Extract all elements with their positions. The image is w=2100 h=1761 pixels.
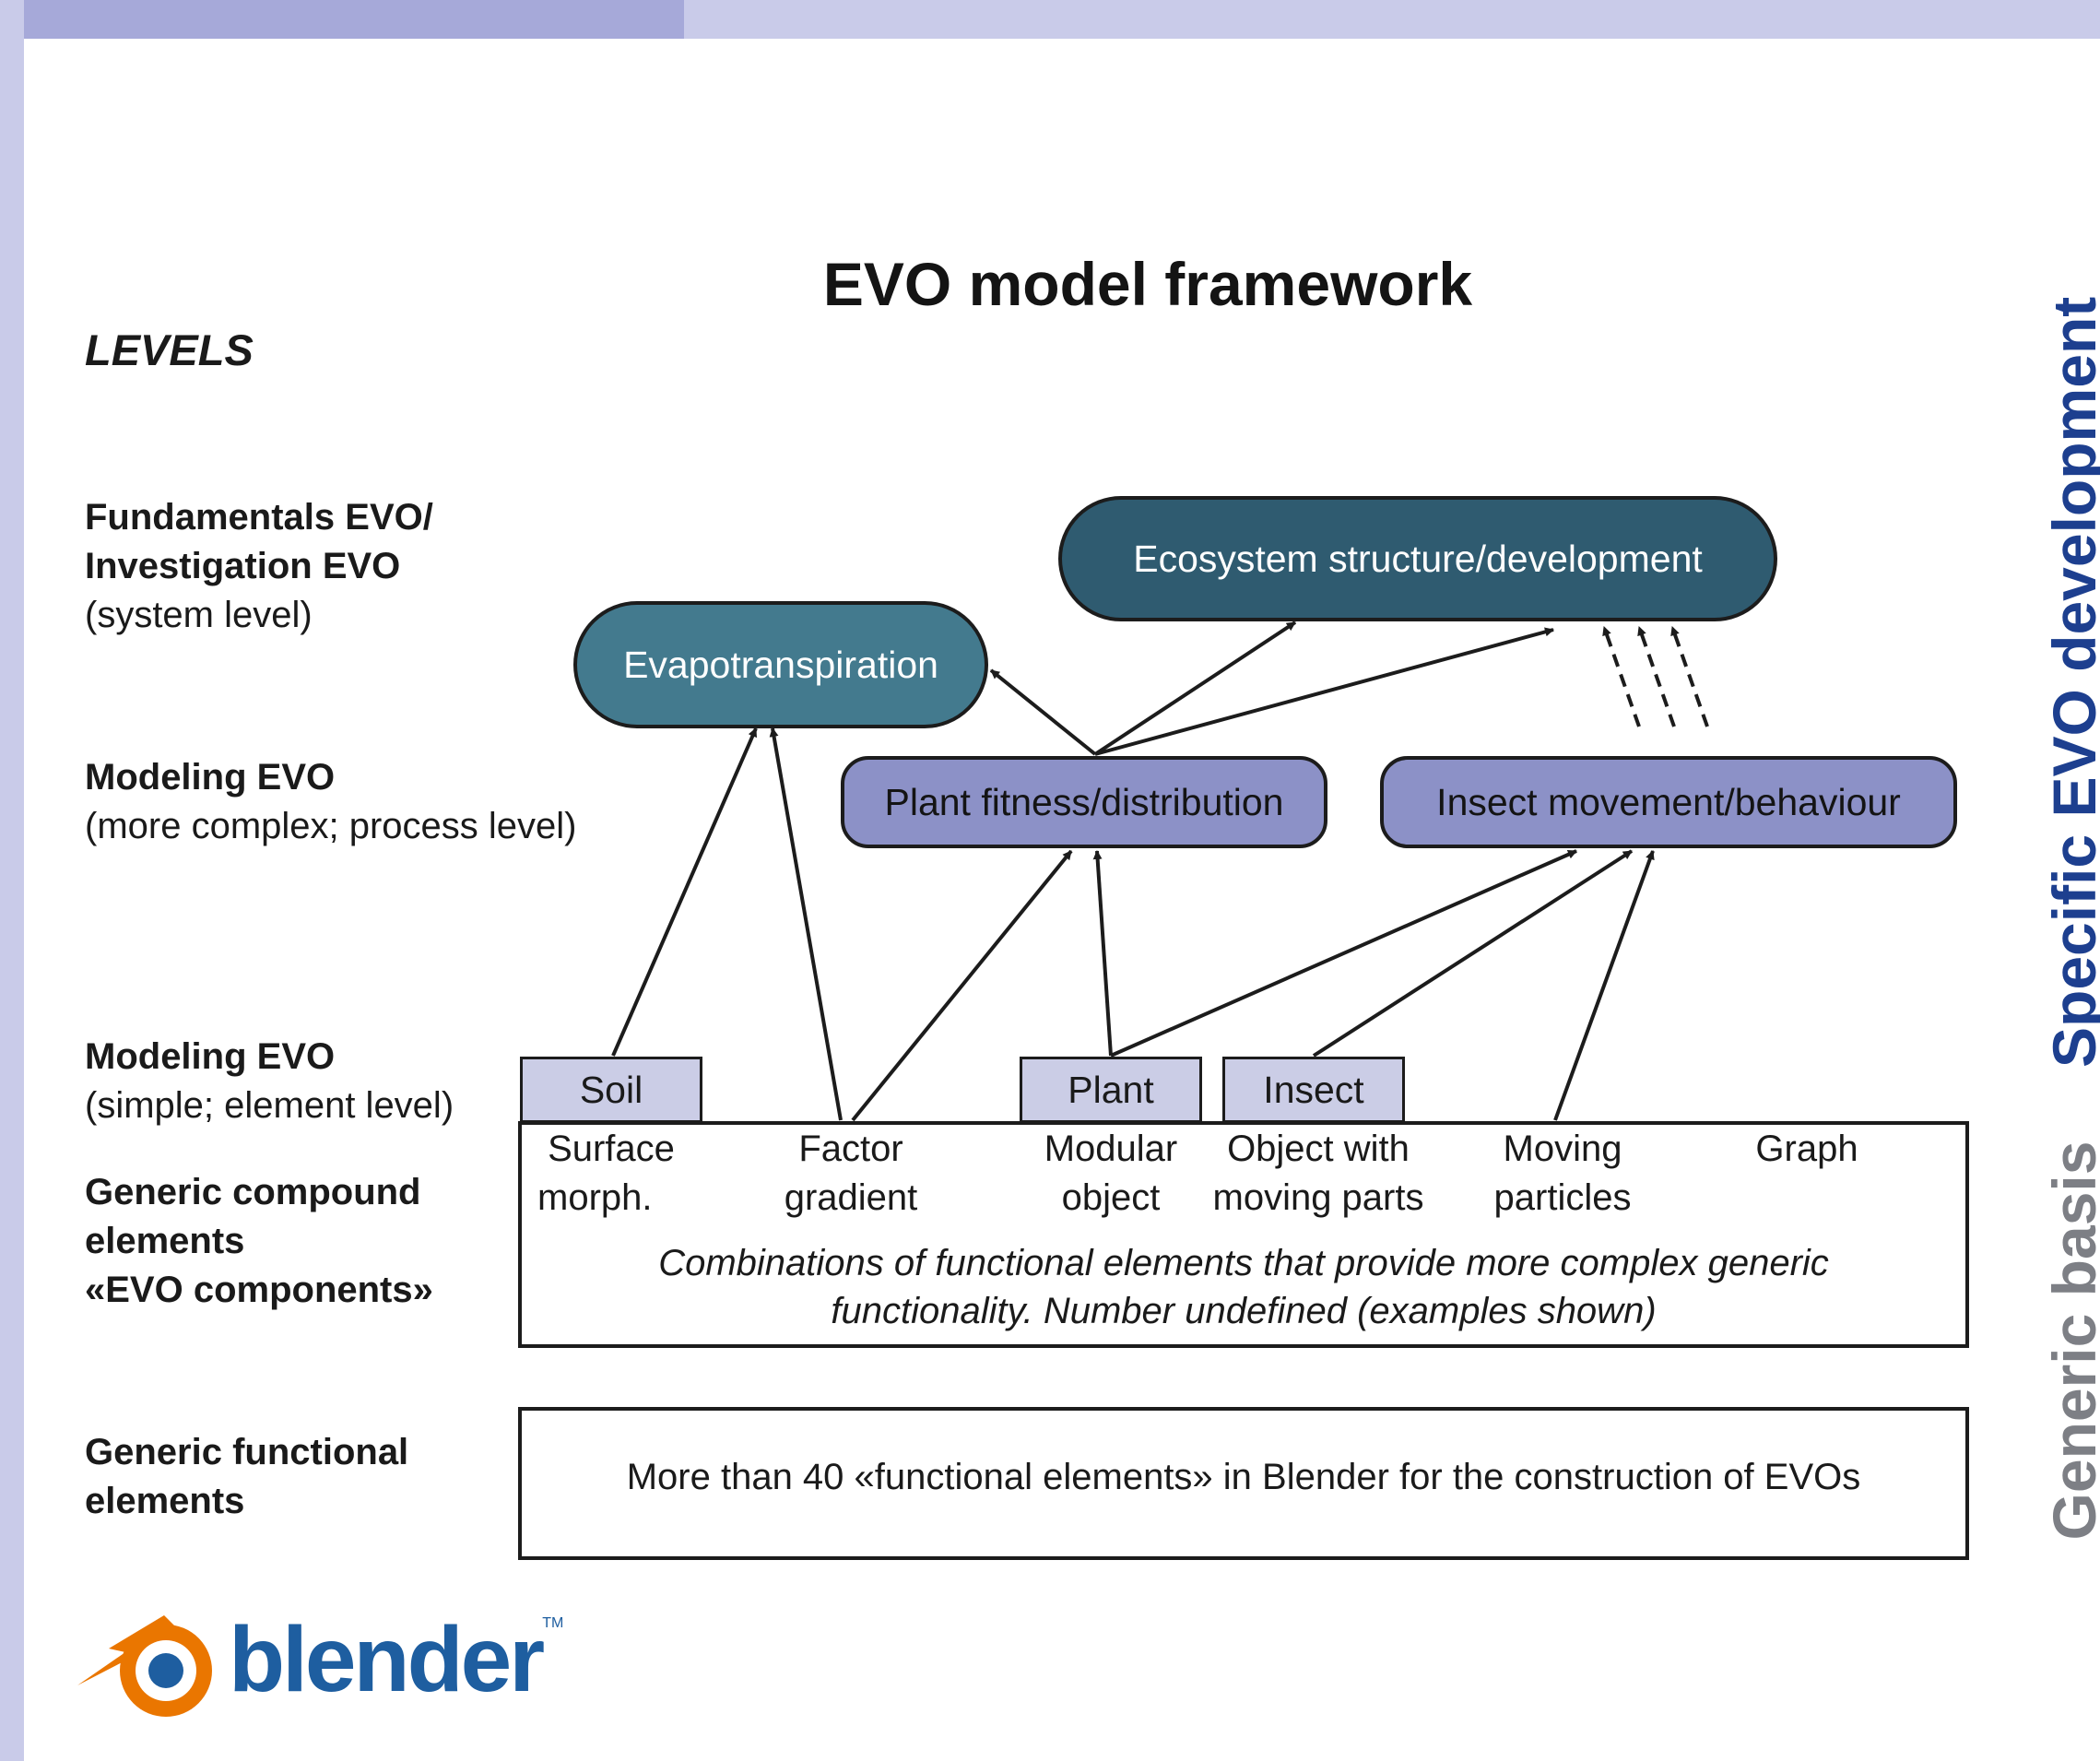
level-modeling-simple: Modeling EVO (simple; element level) [85,1033,454,1130]
level-functional: Generic functional elements [85,1428,408,1526]
components-box [518,1121,1969,1348]
node-plant-fitness: Plant fitness/distribution [841,756,1327,848]
level-compound-line1: Generic compound [85,1172,421,1212]
level-compound-line3: «EVO components» [85,1270,433,1310]
component-moving-particles-line2: particles [1493,1177,1632,1218]
arrow-insect-to-insect-movement [1312,849,1634,1058]
level-modeling-complex-desc: (more complex; process level) [85,806,577,846]
dashed-arrow-2 [1637,626,1676,727]
level-fundamentals-line2: Investigation EVO [85,546,401,586]
level-modeling-simple-name: Modeling EVO [85,1036,336,1077]
blender-logo-icon [77,1615,212,1717]
component-factor-gradient-line2: gradient [784,1177,918,1218]
combinations-line2: functionality. Number undefined (example… [831,1291,1657,1331]
component-factor-gradient: Factor gradient [773,1125,929,1223]
node-insect-movement: Insect movement/behaviour [1380,756,1957,848]
level-modeling-complex-name: Modeling EVO [85,757,336,798]
tab-insect: Insect [1222,1057,1405,1123]
tab-soil: Soil [520,1057,702,1123]
side-label-generic: Generic basis [2040,1141,2100,1541]
component-modular-object-line2: object [1061,1177,1161,1218]
component-graph-line1: Graph [1755,1129,1858,1169]
blender-logo-text: blender [229,1607,545,1711]
arrow-plant-fitness-to-ecosystem-a [1093,620,1297,756]
functional-text: More than 40 «functional elements» in Bl… [626,1457,1861,1497]
component-moving-particles-line1: Moving [1503,1129,1622,1169]
dashed-arrow-group [1602,626,1709,727]
level-functional-line2: elements [85,1481,245,1521]
frame-left-bar [0,0,24,1761]
level-compound: Generic compound elements «EVO component… [85,1168,433,1315]
blender-logo: blender TM [72,1595,563,1724]
arrow-soil-to-evapotranspiration [611,727,758,1057]
component-object-moving-parts-line1: Object with [1227,1129,1410,1169]
side-label-specific: Specific EVO development [2040,296,2100,1068]
arrow-group [611,620,1655,1122]
arrow-plant-to-plant-fitness [1092,850,1113,1057]
blender-logo-tm: TM [542,1615,564,1631]
component-object-moving-parts-line2: moving parts [1212,1177,1424,1218]
dashed-arrow-1 [1602,626,1641,727]
level-fundamentals-line3: (system level) [85,595,313,635]
component-graph: Graph [1733,1125,1881,1174]
arrow-plant-fitness-to-ecosystem-b [1094,627,1554,756]
combinations-text: Combinations of functional elements that… [522,1239,1965,1335]
functional-box [518,1407,1969,1560]
arrow-factor-to-evapotranspiration [769,727,843,1121]
diagram-title: EVO model framework [822,250,1473,318]
level-fundamentals: Fundamentals EVO/ Investigation EVO (sys… [85,493,433,640]
component-surface-morph-line1: Surface [548,1129,675,1169]
level-functional-line1: Generic functional [85,1432,409,1472]
level-modeling-complex: Modeling EVO (more complex; process leve… [85,753,577,851]
node-ecosystem: Ecosystem structure/development [1058,496,1777,621]
level-compound-line2: elements [85,1221,245,1261]
level-modeling-simple-desc: (simple; element level) [85,1085,454,1126]
component-modular-object: Modular object [1032,1125,1189,1223]
arrow-plant-fitness-to-evapotranspiration [989,668,1097,756]
arrow-plant-to-insect-movement [1110,849,1577,1058]
component-factor-gradient-line1: Factor [798,1129,903,1169]
dashed-arrow-3 [1670,626,1709,727]
node-evapotranspiration: Evapotranspiration [573,601,988,728]
component-surface-morph-line2: morph. [537,1177,653,1218]
arrow-particles-to-insect-movement [1553,850,1655,1121]
tab-plant: Plant [1020,1057,1202,1123]
arrow-factor-to-plant-fitness [851,849,1073,1122]
levels-heading: LEVELS [85,325,254,374]
level-fundamentals-line1: Fundamentals EVO/ [85,497,433,538]
combinations-line1: Combinations of functional elements that… [658,1243,1829,1283]
component-surface-morph: Surface morph. [537,1125,685,1223]
component-object-moving-parts: Object with moving parts [1198,1125,1438,1223]
component-moving-particles: Moving particles [1475,1125,1650,1223]
frame-top-tab [24,0,684,39]
component-modular-object-line1: Modular [1044,1129,1178,1169]
